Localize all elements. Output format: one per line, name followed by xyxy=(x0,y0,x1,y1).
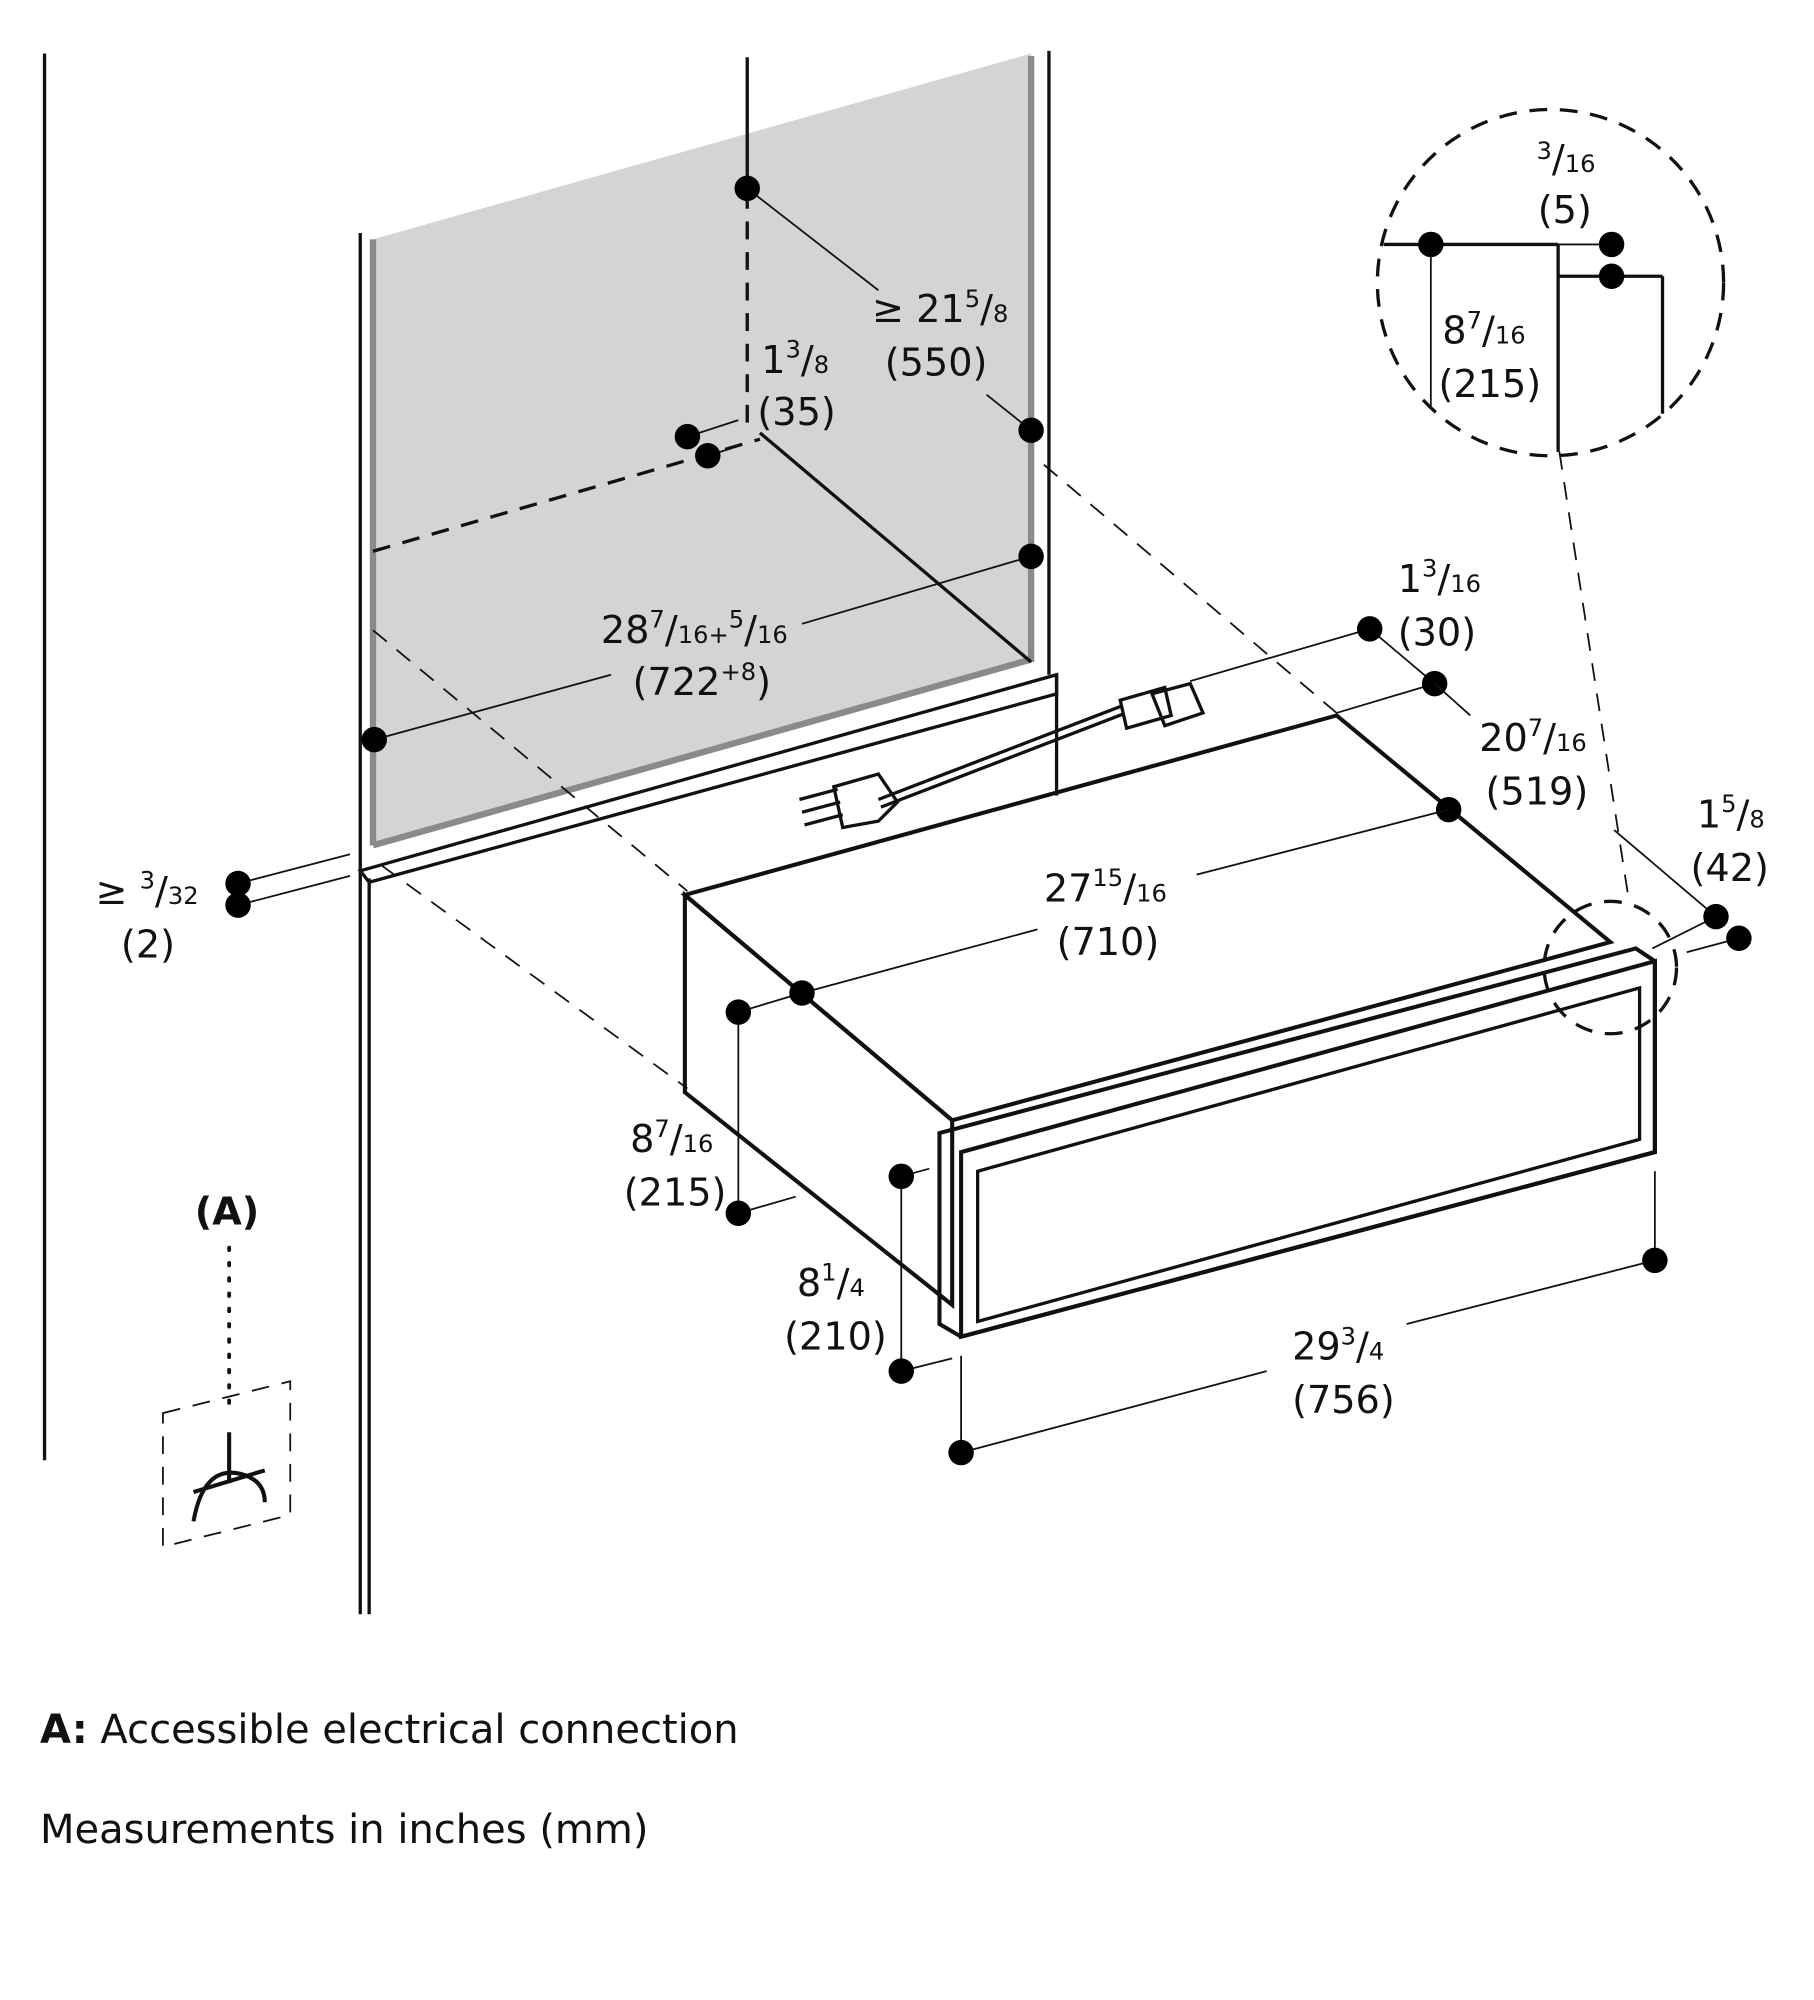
dim-body-width-label: 2715/16 xyxy=(1044,864,1167,911)
dimension-labels: ≥ 215/8 (550) 13/8 (35) 287/16+5/16 (722… xyxy=(95,137,1768,1423)
dim-niche-width-label: 287/16+5/16 xyxy=(601,606,788,653)
dim-front-thickness-label: 15/8 xyxy=(1697,790,1765,837)
dim-cord-offset-label: 13/16 xyxy=(1398,555,1481,602)
drawer-front-panel xyxy=(959,958,1657,1340)
dim-body-width-mm: (710) xyxy=(1057,921,1160,965)
niche-diagonal xyxy=(758,431,1033,664)
dim-front-width-mm: (756) xyxy=(1292,1379,1395,1423)
power-cord-icon xyxy=(799,681,1206,830)
dim-detail-height-label: 87/16 xyxy=(1442,306,1525,353)
dim-front-height-mm: (210) xyxy=(784,1315,887,1359)
dim-niche-offset-mm: (35) xyxy=(757,391,835,435)
electrical-connection-icon xyxy=(162,1245,292,1548)
dim-niche-depth-mm: (550) xyxy=(885,342,988,386)
drawer-front-inner xyxy=(975,985,1642,1324)
dim-gap-label: ≥ 3/32 xyxy=(95,867,198,914)
dim-front-height-label: 81/4 xyxy=(797,1259,865,1306)
dim-niche-depth-label: ≥ 215/8 xyxy=(872,285,1008,332)
dim-body-depth-label: 207/16 xyxy=(1479,714,1587,761)
legend-electrical: A: Accessible electrical connection xyxy=(40,1707,739,1753)
dim-detail-top-mm: (5) xyxy=(1538,189,1592,233)
callout-a-label: (A) xyxy=(195,1191,259,1235)
niche-bottom-edge xyxy=(372,656,1032,849)
legend-key: A: xyxy=(40,1707,88,1753)
cabinet-walls xyxy=(42,50,1051,1615)
dim-detail-top-label: 3/16 xyxy=(1536,137,1595,182)
dim-detail-height-mm: (215) xyxy=(1438,363,1541,407)
legend-electrical-text: Accessible electrical connection xyxy=(100,1707,739,1753)
drawer-top xyxy=(680,713,1615,1123)
dim-body-height-label: 87/16 xyxy=(630,1115,713,1162)
drawer-front-frame xyxy=(937,946,1657,1339)
detail-circle-small xyxy=(1542,899,1679,1036)
dim-niche-width-mm: (722+8) xyxy=(633,658,771,705)
legend-units: Measurements in inches (mm) xyxy=(40,1807,649,1853)
detail-leader-dashed xyxy=(1558,451,1631,905)
dim-body-depth-mm: (519) xyxy=(1486,771,1589,815)
dimension-leaders xyxy=(225,175,1752,1466)
dim-niche-offset-label: 13/8 xyxy=(761,336,829,383)
dim-front-thickness-mm: (42) xyxy=(1691,847,1769,891)
dim-gap-mm: (2) xyxy=(121,923,175,967)
detail-circle-large xyxy=(1375,107,1726,458)
dim-cord-offset-mm: (30) xyxy=(1398,611,1476,655)
dim-body-height-mm: (215) xyxy=(624,1172,727,1216)
warming-drawer xyxy=(680,713,1657,1340)
drawer-side xyxy=(682,890,955,1310)
niche-hidden-line xyxy=(372,437,761,553)
detail-callout xyxy=(1375,107,1726,1036)
dim-front-width-label: 293/4 xyxy=(1292,1322,1384,1369)
projection-lines xyxy=(372,451,1631,1090)
